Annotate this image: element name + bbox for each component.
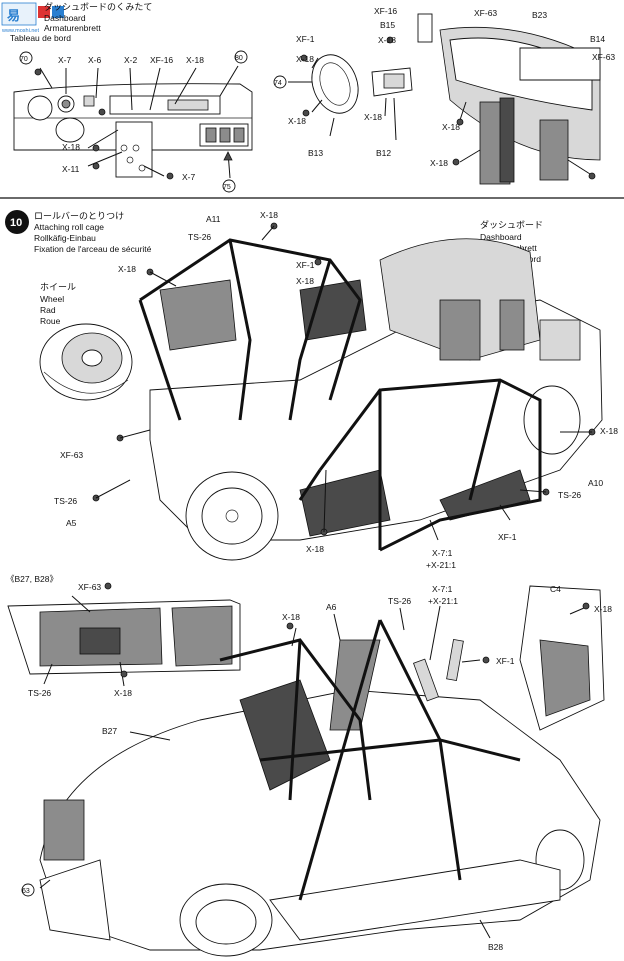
label-x18-lower: X-18	[430, 158, 448, 168]
label-x18-wheel: X-18	[296, 54, 314, 64]
label-x6: X-6	[88, 55, 102, 65]
label-b27: B27	[102, 726, 117, 736]
door-panel-illustration	[7, 582, 241, 687]
label-x18-rear: X-18	[118, 264, 136, 274]
dashboard-exploded-view	[278, 13, 601, 185]
bottom-car-illustration	[39, 585, 605, 957]
label-c4: C4	[550, 584, 561, 594]
bottom-heading: 《B27, B28》	[6, 574, 58, 584]
marker-75: 75	[223, 184, 231, 191]
label-xf1-panel: XF-1	[296, 260, 315, 270]
step10-illustration	[39, 222, 603, 561]
bottom-header: 《B27, B28》	[6, 574, 58, 584]
step10-header: 10 ロールバーのとりつけ Attaching roll cage Rollkä…	[5, 210, 152, 254]
label-ts26-door: TS-26	[28, 688, 51, 698]
label-x18-front: X-18	[600, 426, 618, 436]
marker-74: 74	[274, 80, 282, 87]
label-x18-left: X-18	[62, 142, 80, 152]
label-x18-b12: X-18	[364, 112, 382, 122]
label-x18-door: X-18	[114, 688, 132, 698]
dash-ja: ダッシュボード	[480, 219, 543, 231]
dashboard-title-ja: ダッシュボードのくみたて	[44, 1, 152, 13]
label-ts26-a10: TS-26	[558, 490, 581, 500]
wheel-de: Rad	[40, 305, 56, 315]
label-x18-cage: X-18	[282, 612, 300, 622]
label-xf1-bottom: XF-1	[496, 656, 515, 666]
watermark-logo: 易 www.moshi.net	[1, 2, 64, 34]
step10-title-de: Rollkäfig-Einbau	[34, 233, 96, 243]
label-x7-top: X-7	[58, 55, 72, 65]
dashboard-front-labels: 70 X-7 X-6 X-2 XF-16 X-18 80 X-18 X-11 X…	[19, 50, 248, 193]
label-x18-b15: X-18	[378, 35, 396, 45]
label-xf63-step10: XF-63	[60, 450, 83, 460]
label-x18-a10: X-18	[306, 544, 324, 554]
label-x18-front: X-18	[186, 55, 204, 65]
label-b23: B23	[532, 10, 547, 20]
step10-title-en: Attaching roll cage	[34, 222, 104, 232]
marker-80: 80	[235, 55, 243, 62]
dash-en: Dashboard	[480, 232, 522, 242]
label-xf16-front: XF-16	[150, 55, 173, 65]
label-mix2-bottom: +X-21:1	[428, 596, 458, 606]
label-x18-a11: X-18	[260, 210, 278, 220]
wheel-en: Wheel	[40, 294, 64, 304]
label-xf1-wheel: XF-1	[296, 34, 315, 44]
label-b28: B28	[488, 942, 503, 952]
door-panel-labels: XF-63 TS-26 X-18	[28, 582, 132, 698]
wheel-caption: ホイール Wheel Rad Roue	[40, 282, 76, 326]
label-mix1-bottom: X-7:1	[432, 584, 453, 594]
label-ts26-cage: TS-26	[388, 596, 411, 606]
label-xf63-b14: XF-63	[592, 52, 615, 62]
label-a6: A6	[326, 602, 337, 612]
label-xf63-door: XF-63	[78, 582, 101, 592]
watermark-site: www.moshi.net	[1, 28, 39, 34]
label-x18-center: X-18	[442, 122, 460, 132]
step10-labels: A11 X-18 TS-26 XF-1 X-18 X-18 XF-63 TS-2…	[54, 210, 618, 570]
label-ts26-a5: TS-26	[54, 496, 77, 506]
label-b12: B12	[376, 148, 391, 158]
step10-title-ja: ロールバーのとりつけ	[34, 211, 124, 222]
wheel-fr: Roue	[40, 316, 61, 326]
step-number: 10	[10, 217, 22, 229]
dashboard-title-de: Armaturenbrett	[44, 23, 101, 33]
label-x2: X-2	[124, 55, 138, 65]
wheel-ja: ホイール	[40, 282, 76, 293]
dashboard-exploded-labels: XF-16 B15 X-18 XF-63 B23 XF-1 X-18 B14 X…	[273, 6, 615, 168]
dashboard-front-view	[13, 65, 253, 180]
label-a5: A5	[66, 518, 77, 528]
dashboard-title-en: Dashboard	[44, 13, 86, 23]
marker-63: 63	[22, 888, 30, 895]
label-a10: A10	[588, 478, 603, 488]
marker-70: 70	[20, 56, 28, 63]
step10-title-fr: Fixation de l'arceau de sécurité	[34, 244, 152, 254]
label-mix2-step10: +X-21:1	[426, 560, 456, 570]
bottom-car-labels: X-18 A6 TS-26 X-7:1 +X-21:1 C4 X-18 XF-1…	[21, 584, 612, 952]
label-b15: B15	[380, 20, 395, 30]
label-xf63-b23: XF-63	[474, 8, 497, 18]
label-xf1-a10: XF-1	[498, 532, 517, 542]
label-ts26-a11: TS-26	[188, 232, 211, 242]
label-b14: B14	[590, 34, 605, 44]
dashboard-title-fr: Tableau de bord	[10, 33, 71, 43]
label-x18-c4: X-18	[594, 604, 612, 614]
label-x18-b13: X-18	[288, 116, 306, 126]
label-x18-panel: X-18	[296, 276, 314, 286]
label-x7-bottom: X-7	[182, 172, 196, 182]
label-a11: A11	[206, 214, 221, 224]
dashboard-header: ダッシュボードのくみたて Dashboard Armaturenbrett Ta…	[10, 1, 152, 43]
label-x11: X-11	[62, 164, 80, 174]
watermark-brand: 易	[7, 8, 20, 23]
label-xf16-exploded: XF-16	[374, 6, 397, 16]
label-mix1-step10: X-7:1	[432, 548, 453, 558]
label-b13: B13	[308, 148, 323, 158]
